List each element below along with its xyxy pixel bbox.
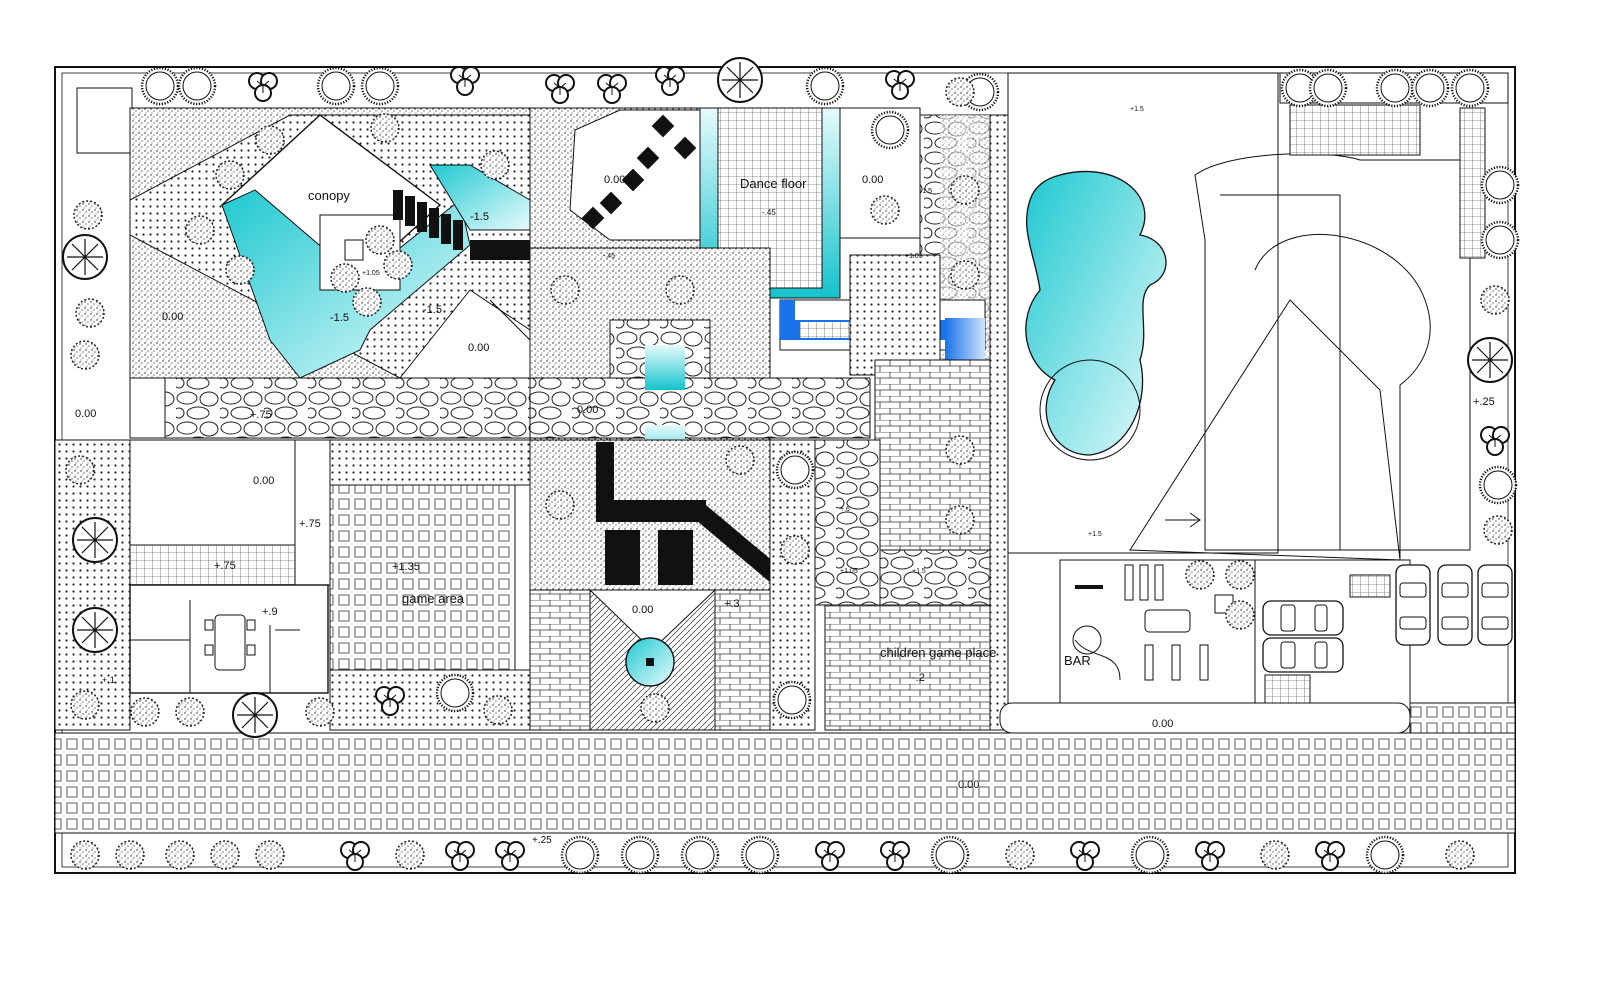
- bar-label: BAR: [1064, 653, 1091, 668]
- level-canopy-water-a: -1.5: [470, 211, 489, 223]
- level-game-area: +1.35: [392, 561, 420, 573]
- level-east-path: -1.5: [920, 188, 932, 195]
- tree-row-south: [70, 835, 1475, 875]
- level-plaza-center: 0.00: [577, 404, 598, 416]
- level-driveway: 0.00: [1152, 718, 1173, 730]
- south-paving: [54, 732, 1516, 834]
- game-area-label: game area: [402, 591, 465, 606]
- level-canopy-corner: 0.00: [468, 342, 489, 354]
- stone-walk: [164, 377, 531, 439]
- level-dance-step: -.45: [603, 253, 615, 260]
- dance-floor-label: Dance floor: [740, 176, 807, 191]
- children-game-place: [824, 604, 1001, 731]
- level-dance-side: +1.05: [905, 253, 923, 260]
- level-fountain-plaza: 0.00: [632, 604, 653, 616]
- level-labels: -1.5 -1.5 -1.5 +1.05 0.00 0.00 0.00 +.75…: [75, 106, 1495, 846]
- level-terrace-a: +.75: [299, 518, 321, 530]
- level-canopy-water-c: -1.5: [423, 304, 442, 316]
- level-dance-floor: -.45: [762, 208, 776, 217]
- level-pool-deck-top: +1.5: [1130, 106, 1144, 113]
- level-south-strip: +.25: [532, 835, 552, 846]
- level-nw-lawn: 0.00: [162, 311, 183, 323]
- level-parking-road: 0.00: [958, 779, 979, 791]
- game-area: [329, 484, 516, 671]
- level-canopy-inner: +1.05: [362, 270, 380, 277]
- level-east-path-b: +1.5: [912, 568, 926, 575]
- level-children-place: -.2: [912, 672, 925, 684]
- level-dance-right: 0.00: [862, 174, 883, 186]
- level-terrace-b: +.75: [214, 560, 236, 572]
- level-dance-left: 0.00: [604, 174, 625, 186]
- level-east-path-c: +1.05: [840, 568, 858, 575]
- level-east-strip: +.25: [1473, 396, 1495, 408]
- swimming-pool: [1025, 170, 1167, 456]
- children-game-place-label: children game place: [880, 645, 996, 660]
- level-pool-deck-bottom: +1.5: [1088, 531, 1102, 538]
- level-path-small: +.6: [840, 506, 850, 513]
- level-house: +.9: [262, 606, 278, 618]
- level-canopy-water-b: -1.5: [330, 312, 349, 324]
- area-labels: conopy Dance floor game area children ga…: [308, 176, 1091, 668]
- level-lawn-block: 0.00: [253, 475, 274, 487]
- canopy-label: conopy: [308, 188, 350, 203]
- level-fountain-east: +.3: [724, 598, 740, 610]
- level-west-edge: 0.00: [75, 408, 96, 420]
- level-sw-corner: +.1: [102, 675, 115, 685]
- level-stone-walk: +.75: [250, 409, 272, 421]
